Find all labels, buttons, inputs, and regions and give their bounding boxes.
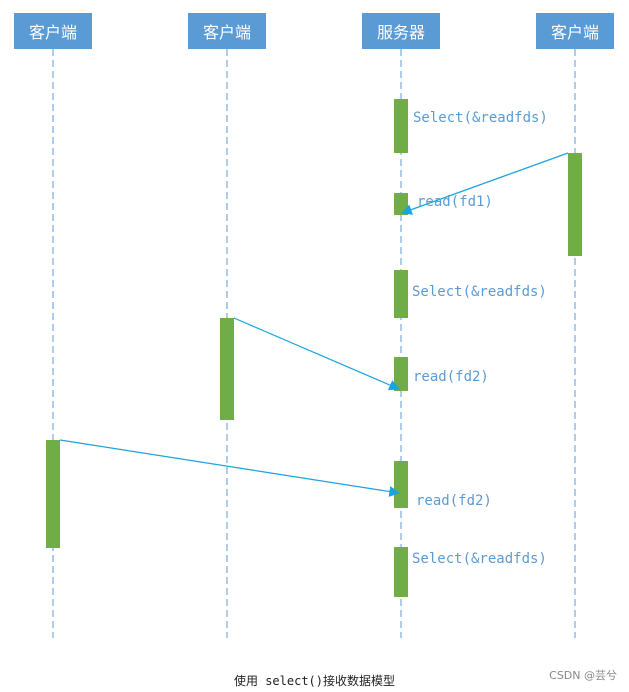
message-arrow-client2-to-server xyxy=(233,317,400,391)
activation-server-select-3 xyxy=(394,547,408,597)
activation-server-read-2 xyxy=(394,357,408,391)
activation-server-select-1 xyxy=(394,99,408,153)
participant-client-1: 客户端 xyxy=(14,13,92,49)
participant-client-3: 客户端 xyxy=(536,13,614,49)
participant-client-2: 客户端 xyxy=(188,13,266,49)
activation-client-2 xyxy=(220,318,234,420)
label-select-2: Select(&readfds) xyxy=(412,284,547,300)
activation-client-1 xyxy=(46,440,60,548)
label-select-1: Select(&readfds) xyxy=(413,110,548,126)
label-read-fd2-b: read(fd2) xyxy=(416,493,492,509)
label-read-fd2-a: read(fd2) xyxy=(413,369,489,385)
label-select-3: Select(&readfds) xyxy=(412,551,547,567)
activation-client-3 xyxy=(568,153,582,256)
activation-server-select-2 xyxy=(394,270,408,318)
message-arrow-client3-to-server xyxy=(400,152,569,215)
diagram-caption: 使用 select()接收数据模型 xyxy=(233,674,396,688)
label-read-fd1: read(fd1) xyxy=(417,194,493,210)
participant-server: 服务器 xyxy=(362,13,440,49)
message-arrow-client1-to-server xyxy=(59,439,401,497)
activation-server-read-3 xyxy=(394,461,408,508)
watermark: CSDN @芸兮 xyxy=(549,669,617,682)
